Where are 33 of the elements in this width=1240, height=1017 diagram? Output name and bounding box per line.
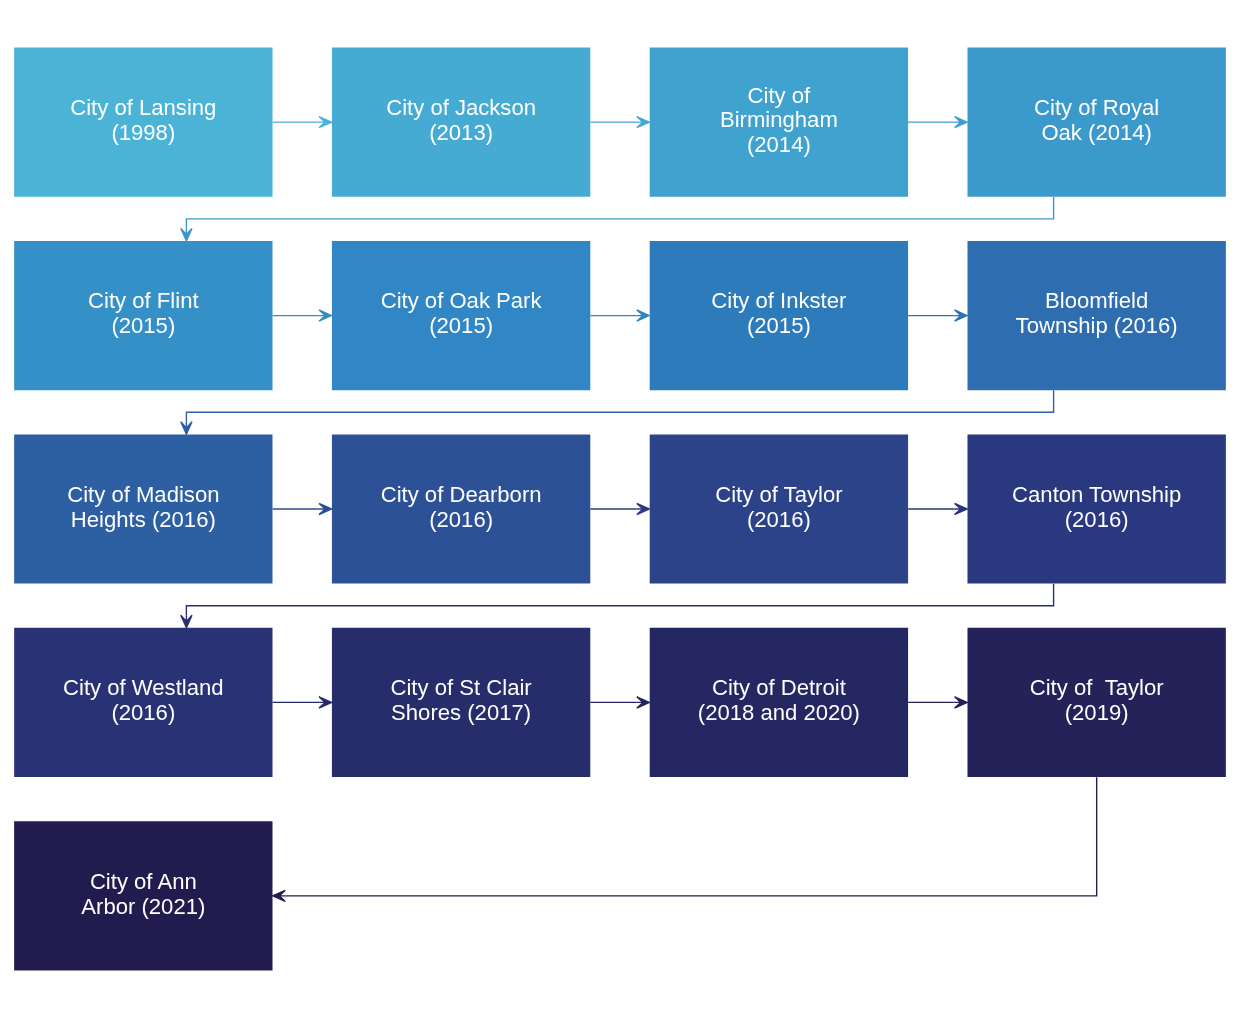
node-box: Canton Township (2016) — [967, 433, 1226, 584]
node-box: City of Jackson (2013) — [331, 47, 591, 197]
arrow — [271, 502, 333, 515]
arrow — [589, 695, 650, 709]
node-box: City of Birmingham (2014) — [649, 47, 909, 197]
arrow — [180, 582, 1055, 628]
arrow — [907, 115, 968, 128]
arrow — [907, 502, 968, 515]
arrow — [589, 308, 650, 322]
node-box: City of Taylor (2019) — [967, 627, 1226, 777]
node-box: City of Lansing (1998) — [14, 47, 273, 197]
arrow — [271, 115, 333, 128]
arrow — [271, 695, 333, 709]
node-box: City of St Clair Shores (2017) — [331, 627, 591, 777]
node-box: City of Flint (2015) — [14, 240, 273, 390]
node-box: Bloomfield Township (2016) — [967, 240, 1226, 390]
arrow — [271, 308, 333, 322]
node-box: City of Taylor (2016) — [649, 433, 909, 584]
arrow — [907, 695, 968, 709]
arrow — [589, 115, 650, 128]
node-box: City of Inkster (2015) — [649, 240, 909, 390]
node-box: City of Westland (2016) — [14, 627, 273, 777]
arrow — [589, 502, 650, 515]
arrow — [907, 308, 968, 322]
node-box: City of Ann Arbor (2021) — [14, 820, 273, 970]
arrow — [272, 776, 1098, 902]
arrow — [180, 389, 1055, 435]
node-box: City of Detroit (2018 and 2020) — [649, 627, 909, 777]
node-box: City of Madison Heights (2016) — [14, 433, 273, 584]
arrow — [180, 195, 1055, 241]
node-box: City of Dearborn (2016) — [331, 433, 591, 584]
node-box: City of Royal Oak (2014) — [967, 47, 1226, 197]
node-box: City of Oak Park (2015) — [331, 240, 591, 390]
